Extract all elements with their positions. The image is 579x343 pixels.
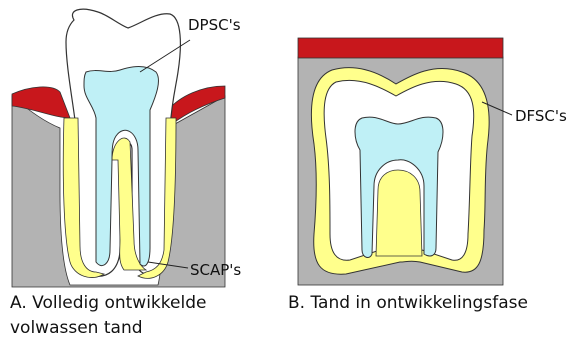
caption-b: B. Tand in ontwikkelingsfase [288,291,528,315]
panel-a: DPSC's SCAP's [12,9,241,287]
panel-b: DFSC's [298,38,567,285]
label-scap: SCAP's [190,261,241,279]
label-dpsc: DPSC's [188,16,241,34]
caption-a-line2: volwassen tand [10,316,143,340]
papilla-b [376,170,422,256]
caption-a-line1: A. Volledig ontwikkelde [10,291,206,315]
gum-b [298,38,503,58]
label-dfsc: DFSC's [515,107,567,125]
